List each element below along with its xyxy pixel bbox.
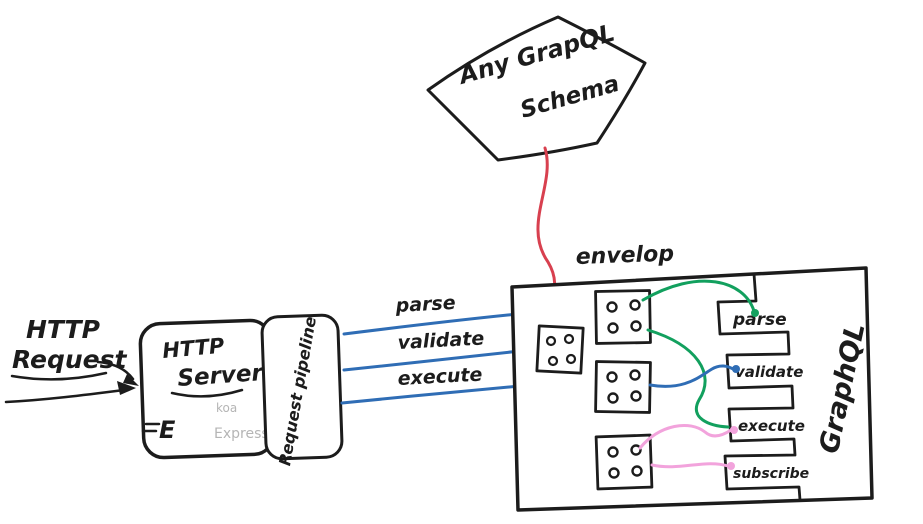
http-request-text-line1: HTTP	[26, 315, 100, 344]
slot-subscribe-label: subscribe	[733, 466, 809, 482]
http-server-text-line1: HTTP	[161, 334, 226, 363]
express-logo-speedlines	[141, 422, 161, 433]
green-wire-execute	[646, 328, 730, 429]
parse-link-line	[342, 312, 520, 336]
request-hook-arrow	[96, 360, 135, 381]
execute-link-label: execute	[397, 364, 483, 390]
koa-label: koa	[216, 401, 237, 415]
envelop-title: envelop	[575, 242, 674, 270]
server-underline	[170, 388, 244, 398]
blue-wire-validate-dot	[732, 365, 740, 373]
pink-wire-subscribe	[650, 462, 730, 469]
slot-validate-label: validate	[735, 363, 803, 381]
hook-slots-comb	[716, 272, 802, 502]
slot-parse-label: parse	[732, 310, 787, 330]
slot-execute-label: execute	[738, 417, 805, 435]
request-pipeline-box	[260, 313, 344, 461]
http-request-underline	[10, 371, 108, 381]
green-wire-parse-dot	[751, 309, 759, 317]
green-wire-parse	[641, 279, 756, 313]
pink-wire-execute	[638, 423, 733, 450]
plugin-box-b	[594, 360, 652, 414]
plugin-box-schema	[535, 324, 585, 375]
pink-wire-execute-dot	[730, 426, 738, 434]
express-label: Express	[214, 426, 269, 442]
execute-link-line	[340, 384, 522, 405]
http-server-text-line2: Server	[177, 360, 266, 392]
validate-link-line	[342, 349, 522, 372]
plugin-box-a	[594, 289, 652, 345]
plugin-box-c	[594, 433, 654, 491]
request-hook-arrowhead	[123, 374, 139, 386]
request-main-arrowhead	[117, 381, 136, 395]
pink-wire-subscribe-dot	[727, 462, 735, 470]
express-logo-icon: E	[159, 416, 176, 444]
http-request-text-line2: Request	[12, 345, 127, 374]
request-main-arrow	[4, 388, 126, 404]
schema-note-shape	[426, 15, 647, 162]
envelop-box	[510, 266, 874, 512]
parse-link-label: parse	[394, 292, 456, 317]
validate-link-label: validate	[397, 327, 485, 354]
blue-wire-validate	[648, 364, 735, 388]
